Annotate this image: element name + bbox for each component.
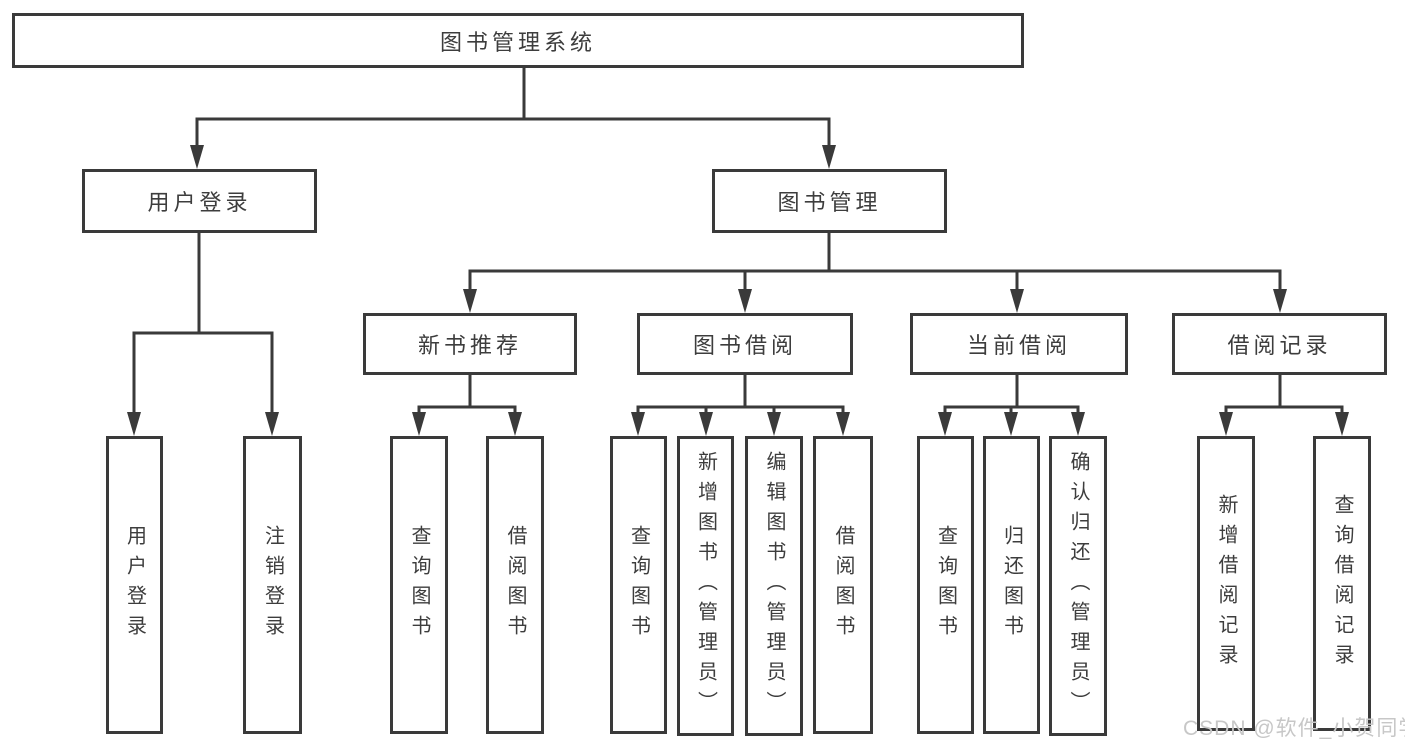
node-query-book-recommend: 查询图书 [390,436,448,734]
node-query-book-borrow-label: 查询图书 [627,525,650,645]
node-borrowing-records-label: 借阅记录 [1227,333,1332,358]
node-query-book-current-label: 查询图书 [934,525,957,645]
node-add-borrow-record-label: 新增借阅记录 [1215,493,1237,674]
node-edit-book-admin-label: 编辑图书（管理员） [763,451,785,721]
node-query-book-current: 查询图书 [917,436,974,734]
node-add-book-admin-label: 新增图书（管理员） [694,451,717,721]
node-logout: 注销登录 [243,436,302,734]
node-borrow-book-label: 借阅图书 [832,525,854,645]
node-return-book-label: 归还图书 [1000,525,1023,645]
node-new-book-recommend-label: 新书推荐 [417,333,522,358]
node-root: 图书管理系统 [12,13,1024,68]
node-logout-label: 注销登录 [261,525,284,645]
node-confirm-return-admin: 确认归还（管理员） [1049,436,1107,736]
node-current-borrowing-label: 当前借阅 [966,333,1071,358]
node-query-book-borrow: 查询图书 [610,436,667,734]
node-borrow-book-recommend-label: 借阅图书 [504,525,526,645]
node-root-label: 图书管理系统 [439,29,596,55]
node-book-borrowing: 图书借阅 [637,313,853,375]
node-book-management-label: 图书管理 [777,190,882,215]
node-borrow-book: 借阅图书 [813,436,873,734]
node-login-label: 用户登录 [123,525,146,645]
node-user-login-group: 用户登录 [82,169,317,233]
node-book-management: 图书管理 [712,169,947,233]
node-query-borrow-record: 查询借阅记录 [1313,436,1371,731]
node-query-borrow-record-label: 查询借阅记录 [1331,493,1353,674]
node-add-book-admin: 新增图书（管理员） [677,436,734,736]
csdn-watermark: CSDN @软件_小贺同学 [1183,717,1405,740]
node-current-borrowing: 当前借阅 [910,313,1128,375]
node-book-borrowing-label: 图书借阅 [692,333,797,358]
node-user-login-group-label: 用户登录 [147,190,252,215]
node-borrow-book-recommend: 借阅图书 [486,436,544,734]
node-borrowing-records: 借阅记录 [1172,313,1387,375]
node-confirm-return-admin-label: 确认归还（管理员） [1067,451,1089,721]
node-return-book: 归还图书 [983,436,1040,734]
node-add-borrow-record: 新增借阅记录 [1197,436,1255,731]
node-query-book-recommend-label: 查询图书 [408,525,430,645]
node-login: 用户登录 [106,436,163,734]
node-new-book-recommend: 新书推荐 [363,313,577,375]
node-edit-book-admin: 编辑图书（管理员） [745,436,803,736]
